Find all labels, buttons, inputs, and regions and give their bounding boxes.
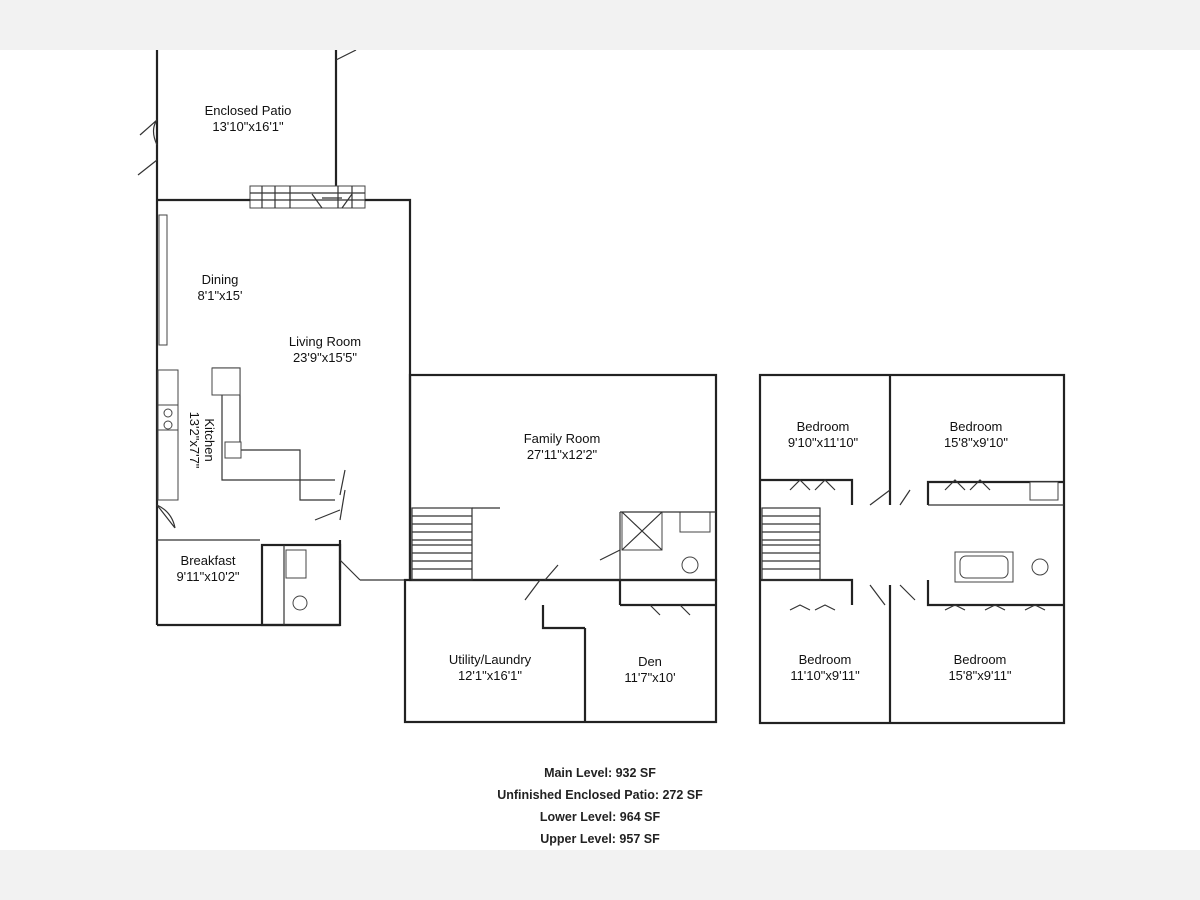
upper-level-plan: [758, 373, 1066, 725]
toilet-icon: [1031, 558, 1049, 576]
room-name-kitchen: Kitchen: [202, 418, 217, 461]
vanity-sink-icon: [285, 549, 307, 579]
room-name-den: Den: [638, 654, 662, 669]
room-name-dining: Dining: [202, 272, 239, 287]
room-name-breakfast: Breakfast: [181, 553, 236, 568]
main-level-sf: Main Level: 932 SF: [544, 766, 656, 780]
floor-plan-drawing: Enclosed Patio 13'10"x16'1" Dining 8'1"x…: [137, 50, 1066, 725]
square-footage-summary: Main Level: 932 SF Unfinished Enclosed P…: [0, 762, 1200, 850]
fireplace: [249, 185, 366, 209]
upper-level-sf: Upper Level: 957 SF: [540, 832, 660, 846]
room-name-family-room: Family Room: [524, 431, 601, 446]
main-level-plan: [137, 50, 412, 627]
room-dims-kitchen: 13'2"x7'7": [187, 412, 202, 469]
room-dims-bedroom: 11'10"x9'11": [790, 668, 860, 683]
room-labels: Enclosed Patio 13'10"x16'1" Dining 8'1"x…: [176, 103, 1011, 685]
room-dims-bedroom: 9'10"x11'10": [788, 435, 859, 450]
room-dims-breakfast: 9'11"x10'2": [176, 569, 239, 584]
room-name-bedroom: Bedroom: [799, 652, 852, 667]
room-name-bedroom: Bedroom: [954, 652, 1007, 667]
room-name-bedroom: Bedroom: [797, 419, 850, 434]
room-dims-dining: 8'1"x15': [198, 288, 243, 303]
lower-level-sf: Lower Level: 964 SF: [539, 810, 661, 824]
room-name-bedroom: Bedroom: [950, 419, 1003, 434]
kitchen-sink: [157, 404, 179, 431]
room-name-enclosed-patio: Enclosed Patio: [205, 103, 292, 118]
stove-icon: [224, 441, 242, 459]
lower-stairs: [411, 507, 500, 581]
room-dims-bedroom: 15'8"x9'11": [948, 668, 1011, 683]
lower-level-plan: [403, 373, 718, 724]
toilet-icon: [681, 556, 699, 574]
patio-sf: Unfinished Enclosed Patio: 272 SF: [497, 788, 703, 802]
vanity-sink-icon: [1029, 481, 1059, 501]
room-dims-family-room: 27'11"x12'2": [527, 447, 598, 462]
room-name-living-room: Living Room: [289, 334, 361, 349]
vanity-sink-icon: [679, 511, 711, 533]
room-dims-utility-laundry: 12'1"x16'1": [458, 668, 522, 683]
floor-plan-sheet: Enclosed Patio 13'10"x16'1" Dining 8'1"x…: [0, 50, 1200, 850]
room-dims-bedroom: 15'8"x9'10": [944, 435, 1008, 450]
room-dims-den: 11'7"x10': [624, 670, 675, 685]
room-dims-living-room: 23'9"x15'5": [293, 350, 357, 365]
room-dims-enclosed-patio: 13'10"x16'1": [212, 119, 284, 134]
room-name-utility-laundry: Utility/Laundry: [449, 652, 532, 667]
toilet-icon: [292, 595, 308, 611]
upper-stairs: [761, 507, 821, 581]
